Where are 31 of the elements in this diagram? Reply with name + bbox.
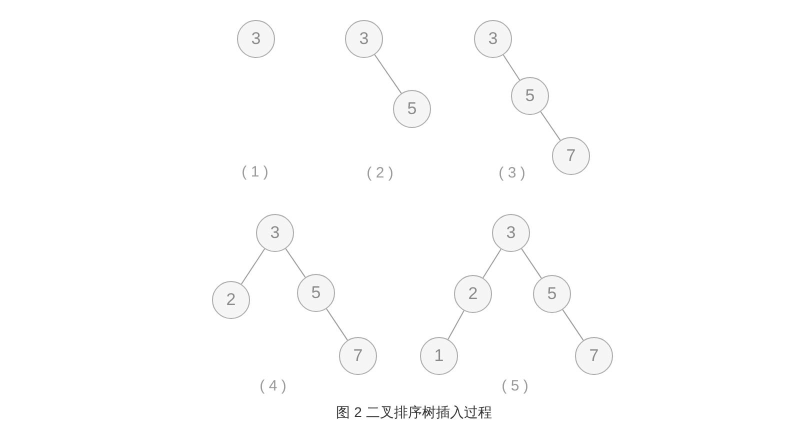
tree-edge <box>521 248 542 279</box>
tree-node: 5 <box>297 274 335 312</box>
tree-node: 3 <box>237 20 275 58</box>
tree-node: 2 <box>454 275 492 313</box>
tree-node: 5 <box>511 77 549 115</box>
tree-edge <box>502 54 520 81</box>
tree-node: 7 <box>552 137 590 175</box>
tree-node: 5 <box>393 90 431 128</box>
tree-edge <box>562 309 584 341</box>
tree-edge <box>448 310 464 340</box>
tree-edge <box>326 308 348 341</box>
tree-edge <box>540 111 561 141</box>
tree-node: 7 <box>339 337 377 375</box>
tree-node: 3 <box>492 214 530 252</box>
tree-edge <box>482 248 502 278</box>
tree-node: 1 <box>420 337 458 375</box>
step-label: ( 2 ) <box>366 164 394 182</box>
tree-node: 3 <box>256 214 294 252</box>
tree-node: 7 <box>575 337 613 375</box>
tree-node: 5 <box>533 275 571 313</box>
tree-node: 3 <box>345 20 383 58</box>
step-label: ( 1 ) <box>242 164 268 180</box>
tree-edge <box>240 248 266 285</box>
tree-node: 2 <box>212 281 250 319</box>
figure-caption: 图 2 二叉排序树插入过程 <box>336 404 492 422</box>
step-label: ( 5 ) <box>502 378 528 394</box>
step-label: ( 3 ) <box>498 164 526 182</box>
tree-edge <box>285 248 306 278</box>
tree-node: 3 <box>474 20 512 58</box>
step-label: ( 4 ) <box>260 378 286 394</box>
tree-edge <box>374 54 402 94</box>
